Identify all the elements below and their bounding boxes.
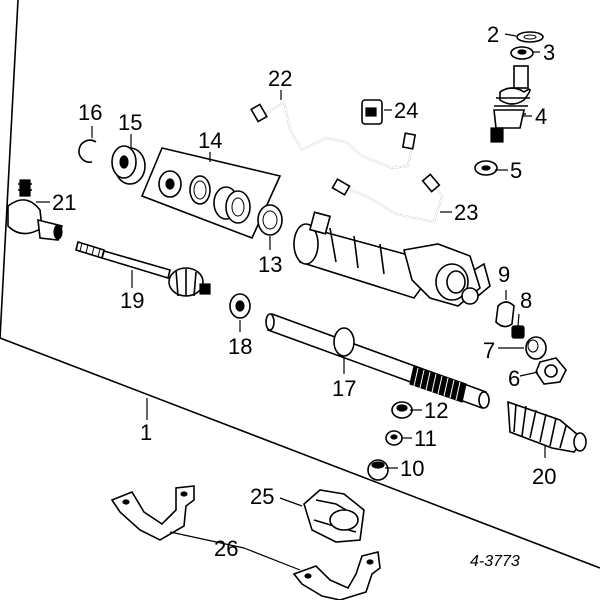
part-26-bracket-lower: [292, 551, 381, 601]
part-16-snap-ring: [78, 139, 97, 163]
callout-24: 24: [394, 98, 418, 123]
callout-4: 4: [535, 104, 547, 129]
callout-11: 11: [414, 426, 437, 451]
part-22-pressure-line: [250, 100, 417, 169]
callout-16: 16: [78, 100, 102, 125]
callout-18: 18: [228, 334, 252, 359]
part-8-spring: [511, 325, 525, 339]
callout-10: 10: [400, 456, 424, 481]
callout-2: 2: [487, 22, 499, 47]
callout-21: 21: [52, 190, 76, 215]
callout-8: 8: [520, 288, 532, 313]
diagram-code: 4-3773: [470, 553, 520, 570]
part-23-return-line: [331, 173, 443, 223]
callout-12: 12: [424, 398, 448, 423]
callout-19: 19: [120, 288, 144, 313]
part-15-bushing: [111, 145, 146, 185]
part-20-boot: [507, 400, 587, 453]
part-21-tie-rod-end: [7, 179, 63, 241]
panel-border: [0, 0, 600, 569]
part-18-washer: [229, 293, 251, 319]
part-5-cap: [474, 160, 498, 176]
callout-7: 7: [483, 338, 495, 363]
part-7-guide: [525, 336, 547, 360]
callout-15: 15: [118, 110, 142, 135]
part-2-seal: [516, 31, 544, 43]
part-9-plug: [495, 301, 515, 328]
callout-3: 3: [543, 40, 555, 65]
leader-lines: [36, 33, 546, 571]
callout-14: 14: [198, 128, 222, 153]
part-3-nut: [510, 46, 534, 60]
callout-25: 25: [250, 484, 274, 509]
part-24-bracket: [361, 99, 383, 125]
part-17-rack-shaft: [265, 312, 490, 410]
callout-22: 22: [268, 66, 292, 91]
callout-26: 26: [214, 536, 238, 561]
part-25-mount-bushing: [303, 489, 365, 543]
part-14-seal-kit: [140, 147, 282, 240]
part-19-inner-tie-rod: [75, 240, 211, 297]
part-4-valve: [490, 65, 531, 143]
callout-23: 23: [454, 200, 478, 225]
callout-6: 6: [508, 366, 520, 391]
callout-9: 9: [498, 262, 510, 287]
callout-13: 13: [258, 252, 282, 277]
part-26-bracket-upper: [110, 485, 195, 541]
callout-20: 20: [532, 464, 556, 489]
callout-labels: 2 3 4 5 9 8 7 6 12 11 10 20 22 24 23 16 …: [52, 22, 556, 570]
callout-17: 17: [332, 376, 356, 401]
rack-housing: [293, 211, 491, 307]
part-13-seal: [257, 204, 283, 236]
part-11-nut: [385, 430, 403, 446]
part-10-clamp: [367, 459, 389, 481]
part-12-nut: [391, 401, 413, 419]
callout-1: 1: [140, 420, 152, 445]
part-6-locknut: [535, 357, 567, 385]
callout-5: 5: [510, 158, 522, 183]
